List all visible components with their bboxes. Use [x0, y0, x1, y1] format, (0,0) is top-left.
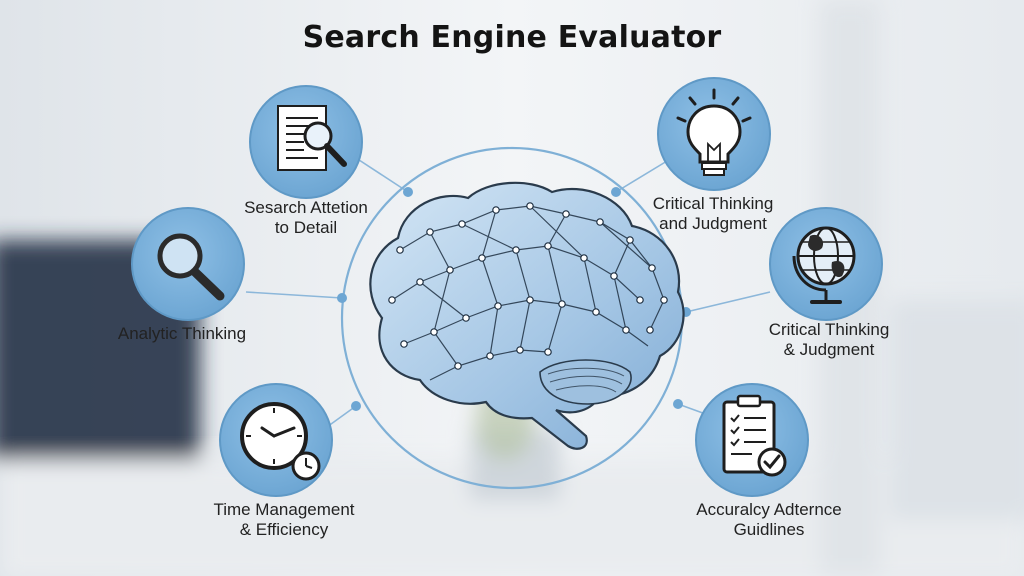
node-label-critical-2: Critical Thinking & Judgment: [768, 320, 890, 359]
clipboard-checklist-icon: [722, 394, 787, 477]
node-attention: [249, 85, 363, 199]
node-label-accuracy: Accuralcy Adternce Guidlines: [696, 500, 842, 539]
brain-network-icon: [369, 181, 685, 450]
node-label-attention: Sesarch Attetion to Detail: [244, 198, 368, 237]
node-critical-1: [657, 77, 771, 191]
clock-icon: [240, 402, 321, 481]
node-label-critical-1: Critical Thinking and Judgment: [652, 194, 774, 233]
magnifying-glass-icon: [157, 233, 225, 301]
globe-icon: [792, 226, 856, 304]
node-analytic: [131, 207, 245, 321]
node-time: [219, 383, 333, 497]
node-label-time: Time Management & Efficiency: [213, 500, 355, 539]
page-title: Search Engine Evaluator: [302, 20, 722, 55]
lightbulb-icon: [676, 88, 752, 176]
node-critical-2: [769, 207, 883, 321]
node-accuracy: [695, 383, 809, 497]
document-magnifier-icon: [277, 105, 347, 171]
node-label-analytic: Analytic Thinking: [117, 324, 247, 343]
